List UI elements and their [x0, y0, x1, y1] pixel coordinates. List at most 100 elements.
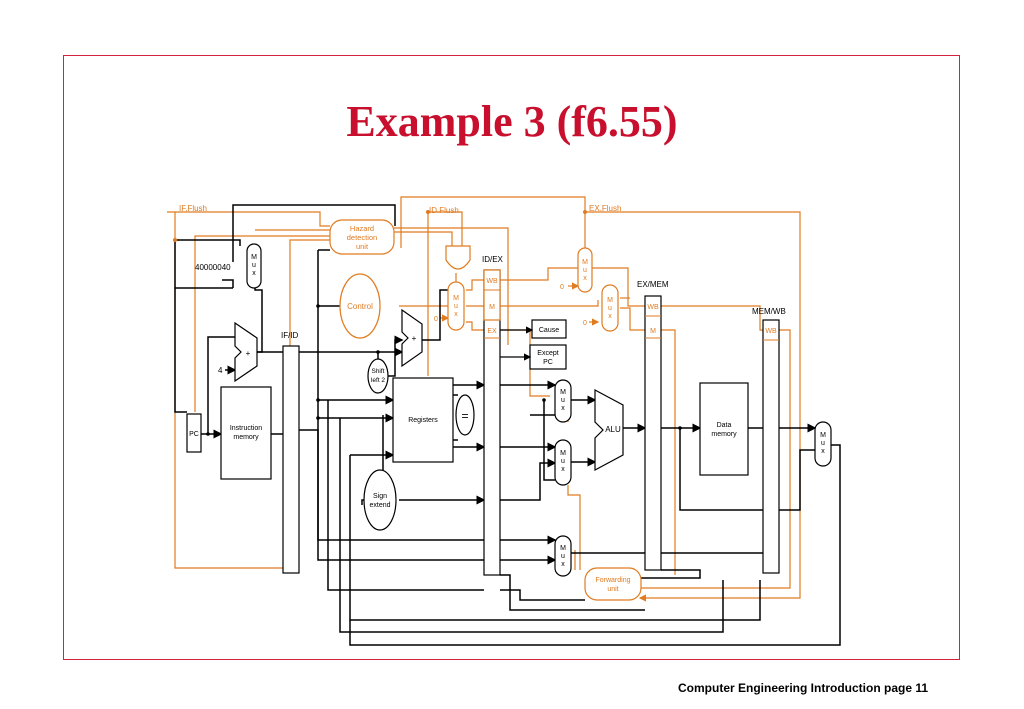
signal-labels: IF.Flush ID.Flush EX.Flush: [179, 204, 621, 215]
mem-wb-wb-field: WB: [765, 328, 777, 335]
pc-mux: M u x: [246, 243, 262, 289]
zero-constant-ex-m: 0: [583, 320, 587, 327]
svg-text:=: =: [461, 409, 468, 423]
id-control-mux: M u x: [447, 281, 465, 331]
svg-text:x: x: [252, 270, 256, 277]
alu-input-b-mux: M u x: [554, 439, 572, 486]
hazard-label-line3: unit: [356, 242, 369, 251]
svg-text:u: u: [561, 553, 565, 560]
svg-text:M: M: [607, 297, 613, 304]
svg-text:extend: extend: [369, 502, 390, 509]
svg-text:memory: memory: [711, 431, 737, 438]
instruction-memory: Instruction memory: [220, 386, 272, 480]
ex-flush-label: EX.Flush: [589, 204, 621, 213]
zero-constant-id: 0: [434, 316, 438, 323]
flush-or-gate: [445, 245, 471, 270]
ex-mem-m-field: M: [650, 328, 656, 335]
svg-text:x: x: [561, 405, 565, 412]
svg-text:Registers: Registers: [408, 417, 438, 424]
hazard-label-line2: detection: [347, 233, 377, 242]
register-file: Registers: [392, 377, 454, 463]
zero-constants: 0 0 0: [434, 284, 587, 327]
svg-text:unit: unit: [607, 586, 618, 593]
svg-text:u: u: [252, 262, 256, 269]
control-unit: Control: [339, 273, 381, 339]
id-ex-wb-field: WB: [486, 278, 498, 285]
svg-text:M: M: [560, 389, 566, 396]
pc-adder: +: [234, 321, 258, 383]
svg-text:M: M: [820, 432, 826, 439]
register-labels: IF/ID ID/EX EX/MEM MEM/WB 40000040 4: [195, 255, 786, 375]
svg-text:M: M: [582, 259, 588, 266]
if-id-label: IF/ID: [281, 331, 299, 340]
svg-text:PC: PC: [543, 359, 553, 366]
svg-text:Instruction: Instruction: [230, 425, 262, 432]
ex-wb-mux: M u x: [577, 247, 593, 293]
slide-frame: [63, 55, 960, 660]
exception-address-label: 40000040: [195, 263, 231, 272]
footer-page-label: Computer Engineering Introduction page 1…: [678, 681, 929, 695]
branch-adder: +: [401, 308, 423, 368]
alu: ALU: [594, 388, 624, 472]
svg-text:u: u: [561, 397, 565, 404]
svg-text:memory: memory: [233, 434, 259, 441]
svg-text:ALU: ALU: [605, 425, 621, 434]
control-junction-dots: [173, 210, 587, 242]
datapath-wires: [174, 204, 841, 646]
slide-title: Example 3 (f6.55): [346, 97, 678, 146]
ex-mem-register: WB M: [644, 295, 662, 571]
svg-text:Except: Except: [537, 350, 558, 357]
data-memory: Data memory: [699, 382, 749, 476]
cause-register: Cause: [531, 319, 567, 339]
svg-text:Cause: Cause: [539, 327, 559, 334]
shift-left-2: Shift left 2: [367, 358, 389, 394]
svg-text:x: x: [561, 561, 565, 568]
if-flush-label: IF.Flush: [179, 204, 207, 213]
sign-extend: Sign extend: [363, 469, 397, 531]
svg-text:+: +: [246, 349, 251, 358]
pc-register: PC: [186, 413, 202, 453]
svg-text:x: x: [454, 311, 458, 318]
svg-text:Data: Data: [717, 422, 732, 429]
id-ex-m-field: M: [489, 304, 495, 311]
svg-text:u: u: [608, 305, 612, 312]
id-ex-label: ID/EX: [482, 255, 504, 264]
svg-text:u: u: [821, 440, 825, 447]
hazard-label-line1: Hazard: [350, 224, 374, 233]
constant-four-label: 4: [218, 366, 223, 375]
id-ex-ex-field: EX: [487, 328, 497, 335]
svg-text:left 2: left 2: [371, 377, 385, 384]
mem-wb-register: WB: [762, 319, 780, 574]
mem-wb-label: MEM/WB: [752, 307, 786, 316]
ex-mem-wb-field: WB: [647, 304, 659, 311]
id-flush-label: ID.Flush: [429, 206, 459, 215]
svg-text:u: u: [454, 303, 458, 310]
id-ex-register: WB M EX: [483, 269, 501, 576]
svg-text:Forwarding: Forwarding: [595, 577, 630, 584]
ex-mem-label: EX/MEM: [637, 280, 669, 289]
svg-text:Sign: Sign: [373, 493, 387, 500]
equality-comparator: =: [455, 394, 475, 436]
svg-text:M: M: [560, 545, 566, 552]
svg-text:x: x: [821, 448, 825, 455]
junction-dots: [206, 304, 682, 436]
svg-text:x: x: [583, 275, 587, 282]
forwarding-unit: Forwarding unit: [584, 567, 642, 601]
ex-m-mux: M u x: [601, 284, 619, 332]
control-label: Control: [347, 302, 373, 311]
hazard-detection-unit: Hazard detection unit: [329, 219, 395, 255]
alu-input-a-mux: M u x: [554, 379, 572, 423]
if-id-register: [282, 345, 300, 574]
svg-text:x: x: [561, 466, 565, 473]
svg-text:Shift: Shift: [371, 368, 384, 375]
reg-dest-mux: M u x: [554, 535, 572, 577]
svg-text:M: M: [453, 295, 459, 302]
except-pc-register: Except PC: [529, 344, 567, 370]
writeback-mux: M u x: [814, 421, 832, 467]
svg-text:+: +: [412, 334, 417, 343]
zero-constant-ex-wb: 0: [560, 284, 564, 291]
svg-text:x: x: [608, 313, 612, 320]
svg-text:M: M: [560, 450, 566, 457]
svg-text:u: u: [561, 458, 565, 465]
